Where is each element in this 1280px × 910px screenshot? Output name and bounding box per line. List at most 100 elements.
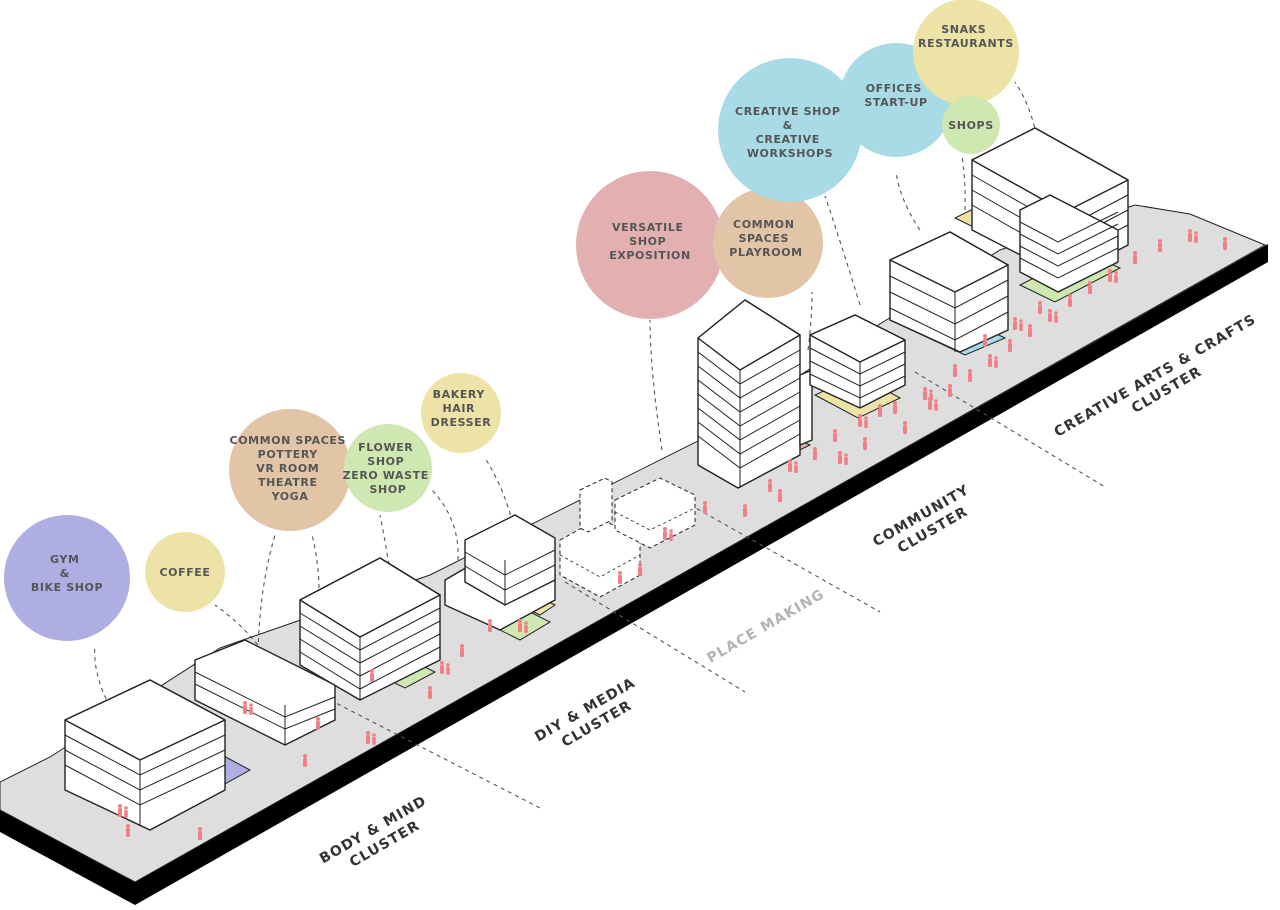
person-figure — [1088, 281, 1092, 294]
person-figure — [778, 489, 782, 502]
person-figure — [903, 421, 907, 434]
person-figure — [703, 501, 707, 514]
person-figure — [1108, 269, 1118, 283]
building-gym-block — [64, 639, 336, 831]
dashed-block-b — [579, 477, 613, 533]
bubble-flower-label: FLOWER SHOP ZERO WASTE SHOP — [343, 441, 434, 496]
leader-community — [914, 371, 1106, 488]
bubble-common-playroom-label: COMMON SPACES PLAYROOM — [729, 218, 802, 259]
tower-gym-top — [64, 679, 226, 761]
bubble-versatile: VERSATILE SHOP EXPOSITION — [576, 171, 724, 319]
building-offices-block — [888, 231, 1009, 356]
person-figure — [303, 754, 307, 767]
person-figure — [370, 669, 374, 682]
leader-shops — [961, 155, 966, 211]
bubble-offices-label: OFFICES START-UP — [864, 82, 927, 109]
person-figure — [1068, 294, 1072, 307]
person-figure — [923, 387, 933, 401]
person-figure — [1158, 239, 1162, 252]
leader-versatile — [649, 319, 663, 451]
floor-lines-diy — [299, 607, 441, 700]
person-figure — [948, 384, 952, 397]
person-figure — [440, 661, 450, 675]
person-figure — [1048, 309, 1058, 323]
bubble-bakery-circle — [421, 373, 501, 453]
tower-offices-top — [889, 231, 1009, 293]
dashed-block-c — [614, 477, 696, 549]
bubble-bakery-label: BAKERY HAIR DRESSER — [431, 388, 492, 429]
bubble-gym: GYM & BIKE SHOP — [4, 515, 130, 641]
tower-versatile-top — [697, 299, 801, 371]
tower-creative-front — [1019, 194, 1119, 293]
bubble-creative-shop: CREATIVE SHOP & CREATIVE WORKSHOPS — [718, 58, 862, 202]
cluster-label-body-mind: BODY & MIND CLUSTER — [317, 790, 444, 883]
bubble-versatile-label: VERSATILE SHOP EXPOSITION — [609, 221, 691, 262]
bubble-shops: SHOPS — [942, 96, 1000, 154]
person-figure — [663, 527, 673, 541]
person-figure — [838, 451, 848, 465]
bubble-creative-shop-label: CREATIVE SHOP & CREATIVE WORKSHOPS — [735, 105, 845, 160]
bubble-creative-shop-circle — [718, 58, 862, 202]
building-creative-block — [953, 127, 1129, 303]
person-figure — [1028, 324, 1032, 337]
tower-versatile-low — [799, 369, 813, 446]
tower-diy-top — [299, 557, 441, 638]
program-bubbles: GYM & BIKE SHOP COFFEE COMMON SPACES POT… — [4, 0, 1019, 641]
floor-lines-creative-front — [1019, 211, 1119, 279]
bubble-snaks: SNAKS RESTAURANTS — [913, 0, 1019, 105]
person-figure — [618, 571, 622, 584]
person-figure — [968, 369, 972, 382]
people-figures — [118, 229, 1227, 840]
block-gym-back — [194, 639, 336, 746]
person-figure — [858, 414, 868, 428]
person-figure — [813, 447, 817, 460]
person-figure — [428, 686, 432, 699]
person-figure — [1188, 229, 1198, 243]
floor-lines-playroom — [809, 347, 906, 408]
tower-playroom-top — [809, 314, 906, 363]
person-figure — [1133, 251, 1137, 264]
tower-flower-upper — [464, 514, 556, 606]
bubble-bakery: BAKERY HAIR DRESSER — [421, 373, 501, 453]
floor-lines-gym — [64, 734, 226, 825]
person-figure — [833, 429, 837, 442]
bubble-gym-circle — [4, 515, 130, 641]
person-figure — [893, 401, 897, 414]
person-figure — [988, 354, 998, 368]
floor-lines-flower — [464, 549, 556, 605]
leader-diy-media — [564, 581, 746, 693]
bubble-common-playroom-circle — [713, 188, 823, 298]
person-figure — [518, 619, 528, 633]
floor-lines-gym-back — [194, 671, 336, 745]
person-figure — [878, 404, 882, 417]
bubble-gym-label: GYM & BIKE SHOP — [31, 553, 103, 594]
bubble-coffee-label: COFFEE — [159, 566, 210, 579]
person-figure — [316, 717, 320, 730]
bubble-shops-circle — [942, 96, 1000, 154]
bubble-versatile-circle — [576, 171, 724, 319]
person-figure — [198, 827, 202, 840]
bubble-common-pottery: COMMON SPACES POTTERY VR ROOM THEATRE YO… — [229, 409, 351, 531]
person-figure — [1013, 317, 1023, 331]
person-figure — [863, 437, 867, 450]
person-figure — [1223, 237, 1227, 250]
cluster-label-community: COMMUNITY CLUSTER — [870, 479, 987, 566]
person-figure — [243, 701, 253, 715]
buildings — [64, 127, 1129, 831]
bubble-common-pottery-circle — [229, 409, 351, 531]
bubble-shops-label: SHOPS — [948, 119, 993, 132]
bubble-flower: FLOWER SHOP ZERO WASTE SHOP — [343, 424, 434, 512]
person-figure — [1008, 339, 1012, 352]
bubble-flower-circle — [344, 424, 432, 512]
person-figure — [768, 479, 772, 492]
bubble-common-playroom: COMMON SPACES PLAYROOM — [713, 188, 823, 298]
tower-creative-rear-top — [971, 127, 1129, 213]
bubble-common-pottery-label: COMMON SPACES POTTERY VR ROOM THEATRE YO… — [230, 434, 351, 503]
person-figure — [788, 459, 798, 473]
person-figure — [953, 364, 957, 377]
person-figure — [126, 824, 130, 837]
bubble-snaks-circle — [913, 0, 1019, 105]
building-diy-block — [299, 557, 441, 701]
person-figure — [366, 731, 376, 745]
bubble-coffee-circle — [145, 532, 225, 612]
